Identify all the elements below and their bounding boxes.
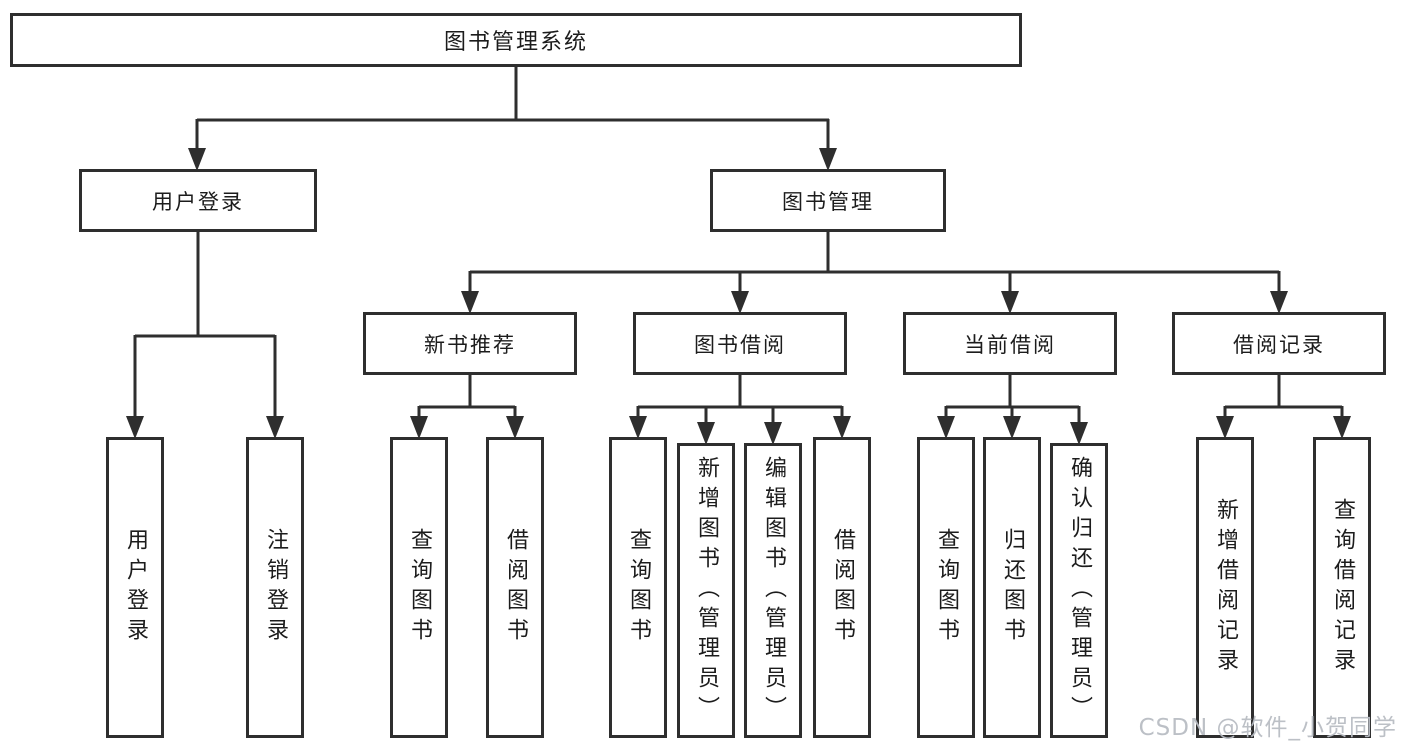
node-current-borrowing: 当前借阅 (903, 312, 1117, 375)
node-label: 用户登录 (152, 189, 244, 214)
node-label: 图书管理系统 (443, 30, 588, 55)
node-book-borrowing: 图书借阅 (633, 312, 847, 375)
leaf-user-login: 用户登录 (106, 437, 164, 738)
node-label: 借阅图书 (830, 527, 855, 648)
connector-user-login-to-leaves (126, 232, 284, 439)
node-label: 查询借阅记录 (1330, 497, 1355, 678)
leaf-logout: 注销登录 (246, 437, 304, 738)
node-user-login: 用户登录 (79, 169, 317, 232)
node-label: 确认归还（管理员） (1067, 455, 1092, 726)
node-label: 查询图书 (934, 527, 959, 648)
node-book-management: 图书管理 (710, 169, 946, 232)
leaf-query-book-recommend: 查询图书 (390, 437, 448, 738)
connector-root-to-level2 (188, 67, 837, 171)
node-label: 用户登录 (123, 527, 148, 648)
node-label: 新增图书（管理员） (694, 455, 719, 726)
leaf-borrow-book-recommend: 借阅图书 (486, 437, 544, 738)
connector-book-borrowing-to-leaves (629, 375, 851, 445)
node-new-book-recommend: 新书推荐 (363, 312, 577, 375)
leaf-borrow-book: 借阅图书 (813, 437, 871, 738)
connector-book-management-to-level3 (461, 232, 1288, 314)
node-label: 图书管理 (782, 189, 874, 214)
node-borrow-records: 借阅记录 (1172, 312, 1386, 375)
leaf-query-borrow-record: 查询借阅记录 (1313, 437, 1371, 738)
node-label: 新增借阅记录 (1213, 497, 1238, 678)
node-library-system-root: 图书管理系统 (10, 13, 1022, 67)
node-label: 借阅图书 (503, 527, 528, 648)
connector-borrow-records-to-leaves (1216, 375, 1351, 439)
leaf-query-book-borrowing: 查询图书 (609, 437, 667, 738)
csdn-watermark: CSDN @软件_小贺同学 (1138, 715, 1397, 741)
node-label: 编辑图书（管理员） (761, 455, 786, 726)
node-label: 当前借阅 (964, 332, 1056, 357)
node-label: 图书借阅 (694, 332, 786, 357)
leaf-query-book-current: 查询图书 (917, 437, 975, 738)
connector-current-borrowing-to-leaves (937, 375, 1088, 445)
node-label: 借阅记录 (1233, 332, 1325, 357)
leaf-add-book-admin: 新增图书（管理员） (677, 443, 735, 738)
node-label: 新书推荐 (424, 332, 516, 357)
leaf-add-borrow-record: 新增借阅记录 (1196, 437, 1254, 738)
node-label: 注销登录 (263, 527, 288, 648)
node-label: 查询图书 (626, 527, 651, 648)
node-label: 查询图书 (407, 527, 432, 648)
leaf-edit-book-admin: 编辑图书（管理员） (744, 443, 802, 738)
leaf-confirm-return-admin: 确认归还（管理员） (1050, 443, 1108, 738)
node-label: 归还图书 (1000, 527, 1025, 648)
leaf-return-book: 归还图书 (983, 437, 1041, 738)
connector-new-book-recommend-to-leaves (410, 375, 524, 439)
